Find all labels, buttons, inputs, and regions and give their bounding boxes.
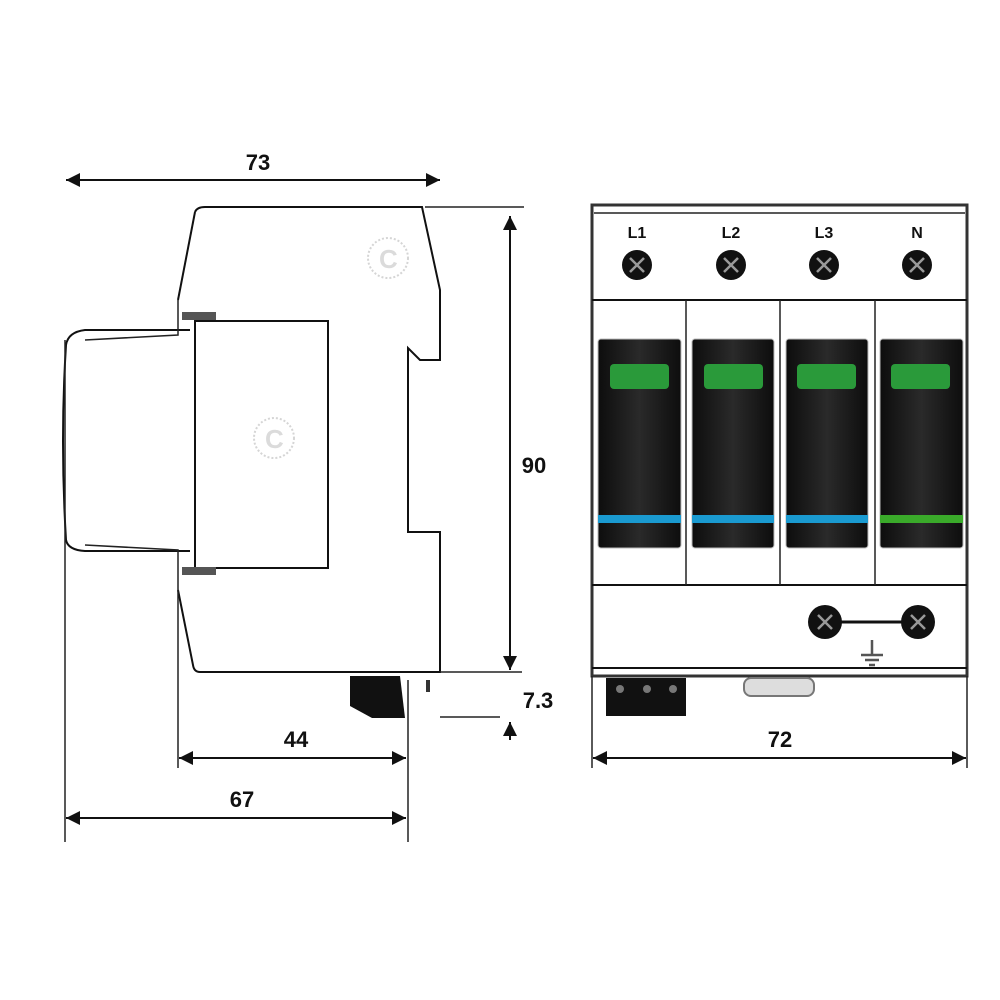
side-body-outline [177, 206, 441, 673]
side-cover-edges [84, 300, 179, 590]
side-rail-pin [426, 680, 430, 692]
side-front-block [194, 320, 329, 569]
terminal-label-l2: L2 [722, 225, 741, 242]
indicator-window [797, 364, 856, 389]
dimension-label-7-3: 7.3 [523, 688, 554, 713]
ground-icon [861, 640, 883, 667]
front-dimensions: 72 [591, 676, 968, 768]
side-dimensions: 73 90 7.3 44 67 [64, 150, 554, 842]
terminal-screw-icon [716, 250, 746, 280]
module-n [879, 338, 964, 549]
watermark-logo: C [367, 237, 409, 279]
din-clip [743, 677, 815, 697]
side-front-cover [62, 329, 190, 552]
pe-screw-icon [808, 605, 842, 639]
svg-text:C: C [379, 244, 398, 274]
dimension-label-67: 67 [230, 787, 254, 812]
terminal-label-l3: L3 [815, 225, 834, 242]
dimension-label-44: 44 [284, 727, 309, 752]
side-view: C C [62, 206, 441, 718]
phase-stripe [598, 515, 681, 523]
terminal-screw-icon [809, 250, 839, 280]
dimension-label-90: 90 [522, 453, 546, 478]
svg-text:C: C [265, 424, 284, 454]
watermark-logo: C [253, 417, 295, 459]
front-view: L1 L2 L3 N [590, 203, 969, 716]
terminal-label-n: N [911, 225, 923, 242]
module-l3 [785, 338, 869, 549]
side-upper-slope [177, 211, 196, 301]
module-l2 [691, 338, 775, 549]
pe-screw-icon [901, 605, 935, 639]
dimension-label-73: 73 [246, 150, 270, 175]
indicator-window [704, 364, 763, 389]
phase-stripe [692, 515, 774, 523]
indicator-window [610, 364, 669, 389]
front-terminal-block [606, 678, 686, 716]
terminal-screw-icon [622, 250, 652, 280]
neutral-stripe [880, 515, 963, 523]
module-l1 [597, 338, 682, 549]
terminal-label-l1: L1 [628, 225, 647, 242]
dimension-label-72: 72 [768, 727, 792, 752]
phase-stripe [786, 515, 868, 523]
side-terminal-block [350, 676, 405, 718]
indicator-window [891, 364, 950, 389]
side-clip-bottom [182, 567, 216, 575]
terminal-screw-icon [902, 250, 932, 280]
side-clip-top [182, 312, 216, 320]
